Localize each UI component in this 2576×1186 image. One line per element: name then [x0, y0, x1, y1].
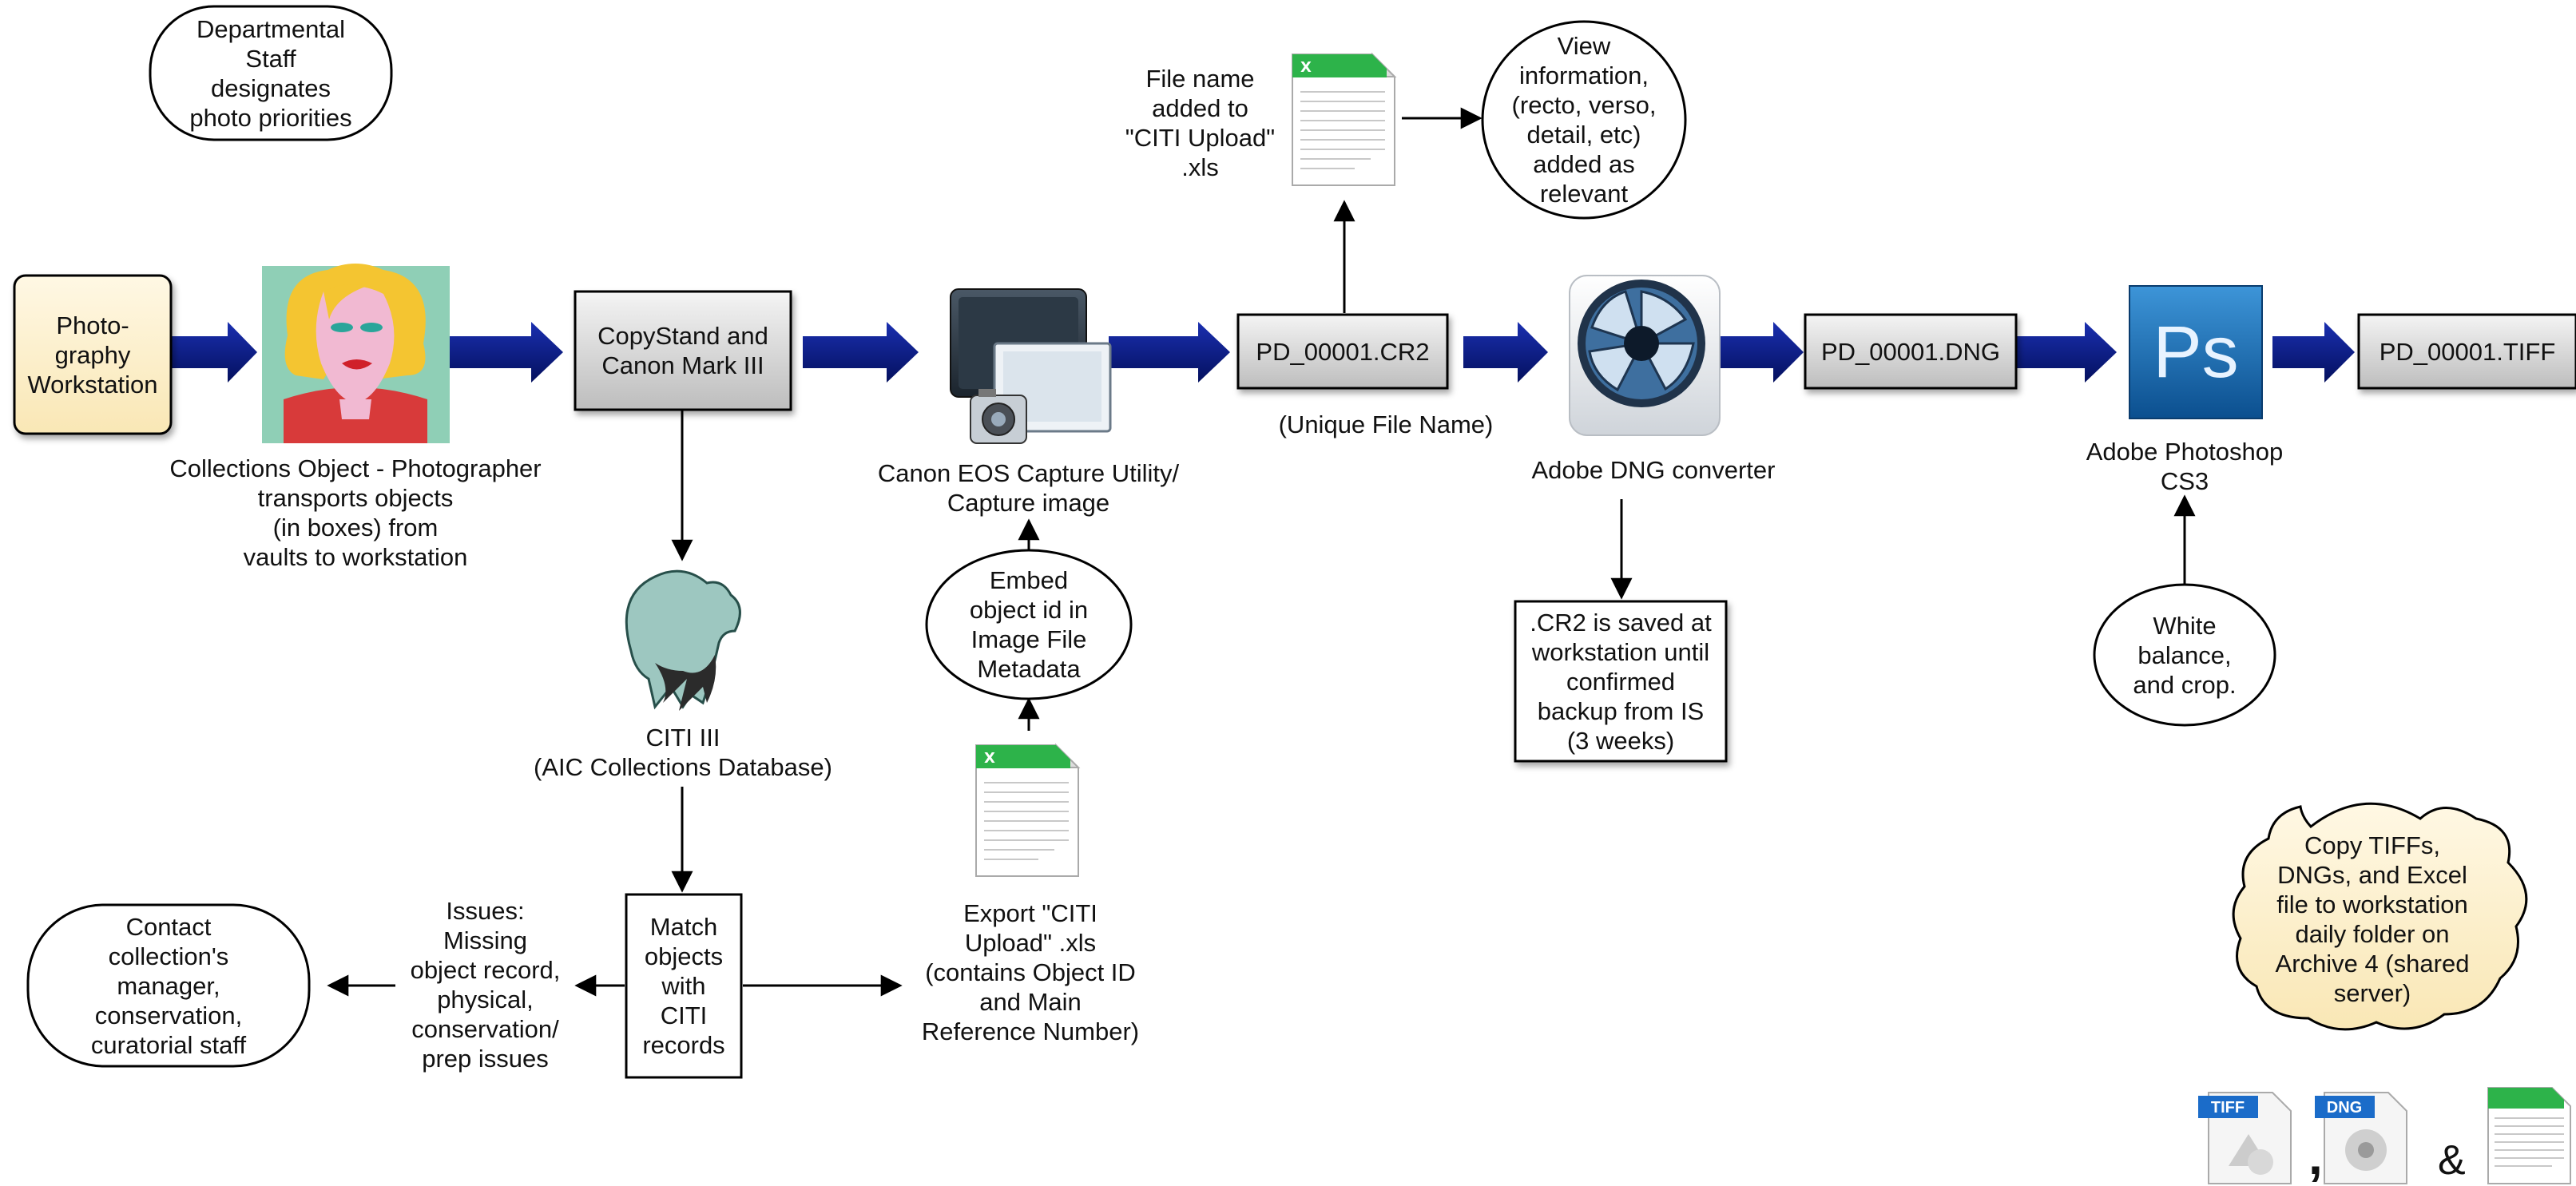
dng-converter-label: Adobe DNG converter [1531, 456, 1776, 484]
excel-document-icon-2: X [1292, 52, 1397, 186]
tiff-file-icon: TIFF [2198, 1092, 2292, 1184]
cr2-file-caption: (Unique File Name) [1278, 411, 1494, 438]
flow-arrow-3 [803, 322, 919, 383]
citi-db-label: CITI III(AIC Collections Database) [534, 724, 832, 781]
cr2-saved-shape [1514, 600, 1728, 763]
flow-arrow-5 [1463, 322, 1548, 383]
citi-lion-icon [625, 569, 741, 711]
copy-archive-cloud-shape [2232, 802, 2528, 1031]
flow-arrow-4 [1109, 322, 1230, 383]
dng-badge-text: DNG [2327, 1099, 2362, 1117]
cr2-file-shape [1236, 313, 1449, 390]
dept-staff-shape [149, 5, 393, 141]
match-objects-shape [625, 893, 743, 1079]
flow-arrow-8 [2272, 322, 2355, 383]
dng-file-shape [1804, 313, 2018, 390]
excel-file-icon [2487, 1087, 2571, 1184]
embed-shape [925, 549, 1133, 700]
dng-file-icon: DNG [2315, 1092, 2407, 1184]
svg-text:X: X [1300, 59, 1312, 76]
view-info-shape [1481, 20, 1687, 220]
photo-workstation-shape [13, 274, 173, 435]
capture-utility-icon [950, 288, 1112, 444]
tiff-badge-text: TIFF [2211, 1099, 2245, 1117]
dng-converter-icon [1569, 275, 1721, 436]
excel-document-icon-1: X [975, 743, 1081, 877]
flow-arrow-1 [169, 322, 257, 383]
flow-arrow-6 [1717, 322, 1804, 383]
photoshop-icon: Ps [2129, 285, 2263, 419]
contact-shape [26, 903, 311, 1068]
canon-eos-label: Canon EOS Capture Utility/Capture image [877, 459, 1180, 517]
flow-arrow-2 [449, 322, 563, 383]
tiff-file-label: PD_00001.TIFF [2379, 337, 2556, 366]
comma-text: , [2308, 1128, 2323, 1185]
copystand-shape [574, 290, 792, 411]
white-balance-shape [2093, 583, 2276, 727]
dng-file-label: PD_00001.DNG [1820, 337, 2000, 366]
photoshop-icon-text: Ps [2153, 311, 2238, 393]
tiff-file-shape [2357, 313, 2576, 390]
flow-arrows [169, 322, 2355, 383]
flow-arrow-7 [2017, 322, 2117, 383]
connector-arrows [327, 107, 2196, 997]
marilyn-portrait-icon [262, 264, 450, 443]
svg-text:X: X [984, 750, 995, 767]
ampersand-text: & [2438, 1137, 2466, 1184]
cr2-file-label: PD_00001.CR2 [1256, 337, 1430, 366]
